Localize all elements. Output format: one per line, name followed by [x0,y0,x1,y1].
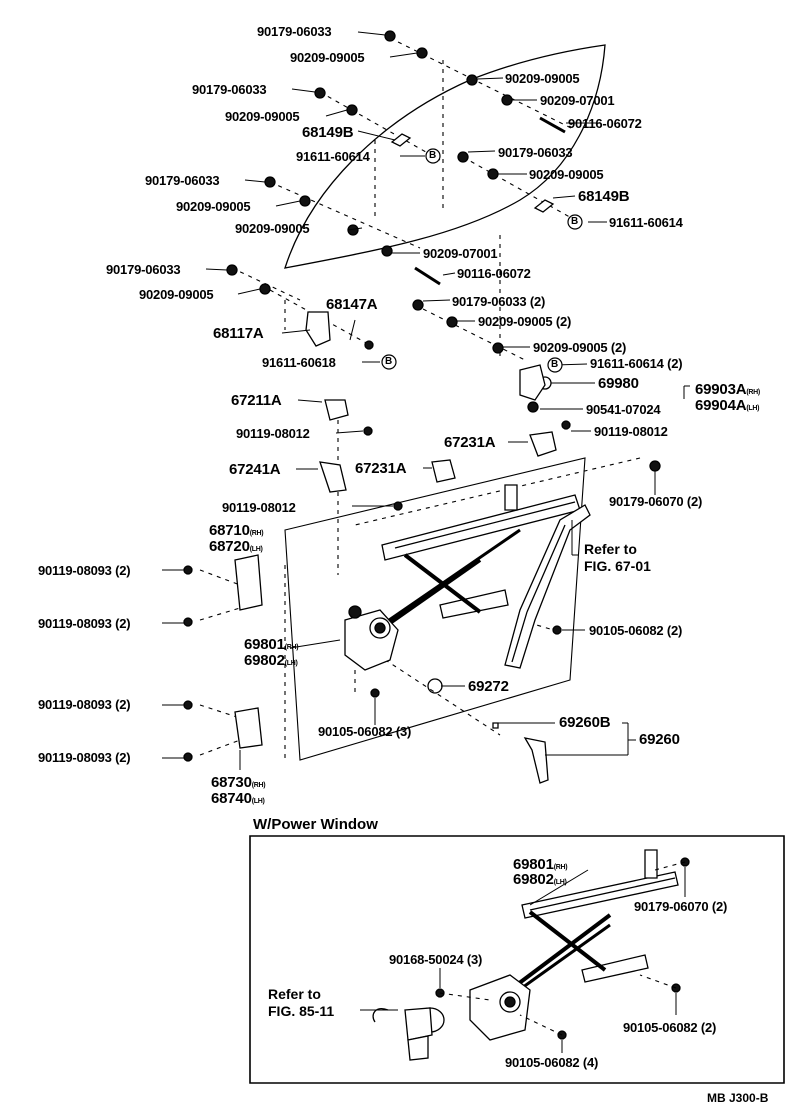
part-label: 90119-08093 (2) [38,616,131,631]
part-label: 91611-60618 [262,355,336,370]
part-label: 68149B [302,124,354,141]
figure-reference: FIG. 67-01 [584,558,651,574]
part-label: 90541-07024 [586,402,661,417]
part-label: 67211A [231,392,282,409]
part-label: 90105-06082 (3) [318,724,412,739]
callout-b-marker: B [429,150,437,161]
part-label: 69260 [639,731,680,748]
figure-reference: FIG. 85-11 [268,1003,335,1019]
part-label: 68149B [578,188,630,205]
part-label: 90105-06082 (2) [589,623,683,638]
part-label: 91611-60614 (2) [590,356,683,371]
part-label: 90119-08093 (2) [38,563,131,578]
side-marker: (LH) [746,405,760,412]
part-label: 69802(LH) [244,652,298,672]
part-label: 69801(RH) [513,856,568,876]
callout-b-marker: B [551,359,559,370]
part-label: 90179-06033 [106,262,181,277]
part-label: 69802(LH) [513,871,567,891]
part-label: 90119-08093 (2) [38,697,131,712]
part-label: 68730(RH) [211,774,266,794]
part-label: 90119-08012 [222,500,296,515]
part-number: 68720 [209,538,250,555]
power-window-section-title: W/Power Window [253,816,378,833]
part-label: 68710(RH) [209,522,264,542]
part-number: 69802 [244,652,285,669]
part-label: 90105-06082 (4) [505,1055,599,1070]
part-label: 90209-09005 [290,50,365,65]
part-label: 67241A [229,461,281,478]
refer-to-label: Refer to [268,986,321,1002]
part-label: 90179-06070 (2) [634,899,728,914]
part-label: 90179-06033 (2) [452,294,546,309]
part-label: 68117A [213,325,264,342]
part-number: 68740 [211,790,252,807]
part-label: 90119-08012 [236,426,310,441]
part-label: 90179-06033 [145,173,220,188]
part-label: 90179-06033 [192,82,267,97]
part-number: 69904A [695,397,747,414]
part-label: 90119-08012 [594,424,668,439]
door-glass-outline [285,45,605,268]
part-label: 90179-06070 (2) [609,494,703,509]
part-label: 90209-09005 (2) [478,314,572,329]
part-number: 69903A [695,381,747,398]
side-marker: (RH) [251,782,266,789]
part-label: 69801(RH) [244,636,299,656]
part-label: 69904A(LH) [695,397,759,417]
part-label: 90209-07001 [540,93,615,108]
refer-to-label: Refer to [584,541,637,557]
part-label: 69903A(RH) [695,381,760,401]
part-label: 90105-06082 (2) [623,1020,717,1035]
part-label: 90116-06072 [457,266,531,281]
part-number: 69802 [513,871,554,888]
side-marker: (LH) [553,879,567,886]
side-marker: (RH) [746,389,760,396]
part-label: 90179-06033 [498,145,573,160]
part-label: 90209-09005 [505,71,580,86]
part-label: 90209-09005 [529,167,604,182]
side-marker: (RH) [249,530,264,537]
side-marker: (LH) [249,546,263,553]
part-label: 67231A [444,434,496,451]
part-label: 90209-09005 [139,287,214,302]
part-label: 69260B [559,714,611,731]
part-number: 69801 [513,856,554,873]
side-marker: (LH) [284,660,298,667]
part-label: 90209-07001 [423,246,498,261]
part-number: 69801 [244,636,285,653]
part-label: 90209-09005 [235,221,310,236]
part-label: 68740(LH) [211,790,265,810]
part-label: 90116-06072 [568,116,642,131]
callout-b-marker: B [385,356,393,367]
part-label: 69272 [468,678,509,695]
part-label: 68147A [326,296,378,313]
part-label: 68720(LH) [209,538,263,558]
callout-b-marker: B [571,216,579,227]
side-marker: (LH) [251,798,265,805]
part-label: 90209-09005 [176,199,251,214]
part-label: 91611-60614 [609,215,683,230]
drawing-reference-code: MB J300-B [707,1091,769,1105]
part-label: 90119-08093 (2) [38,750,131,765]
part-label: 69980 [598,375,639,392]
side-marker: (RH) [284,644,299,651]
part-label: 67231A [355,460,407,477]
part-label: 90168-50024 (3) [389,952,483,967]
part-number: 68730 [211,774,252,791]
side-marker: (RH) [553,864,568,871]
part-label: 91611-60614 [296,149,370,164]
part-label: 90179-06033 [257,24,332,39]
part-label: 90209-09005 [225,109,300,124]
part-label: 90209-09005 (2) [533,340,627,355]
part-number: 68710 [209,522,250,539]
